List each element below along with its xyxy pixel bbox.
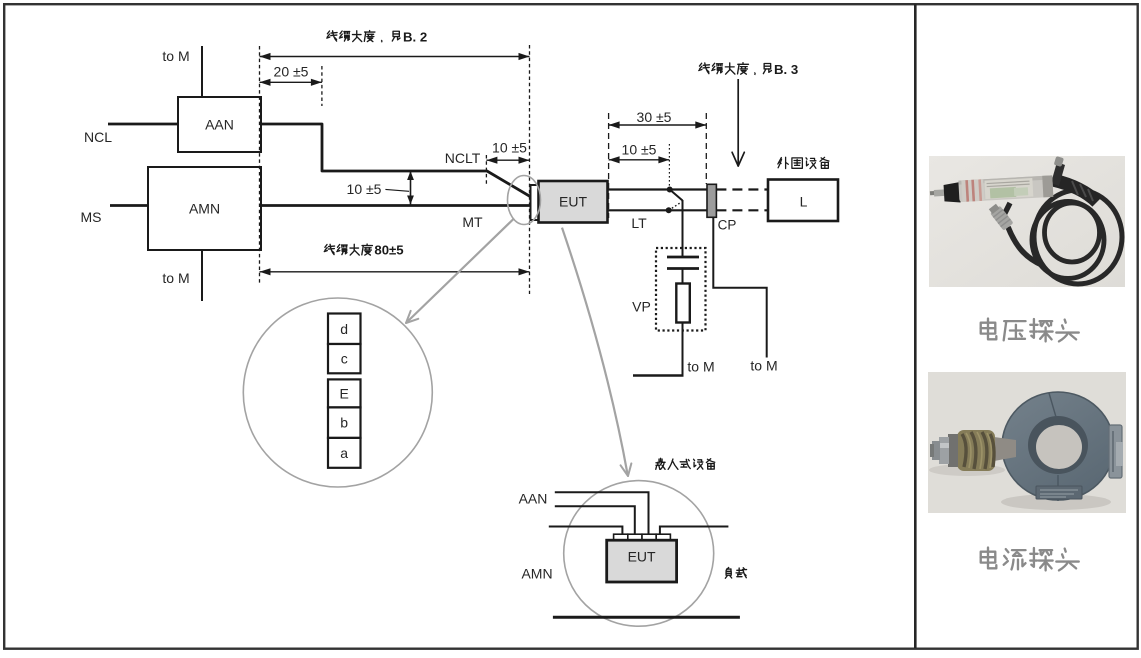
svg-text:80±5: 80±5 [374,243,403,258]
svg-text:MT: MT [462,214,483,230]
svg-text:to M: to M [750,358,777,374]
svg-text:AAN: AAN [205,117,234,133]
svg-text:30 ±5: 30 ±5 [637,109,672,125]
svg-text:MS: MS [81,209,102,225]
svg-text:to M: to M [687,359,714,375]
svg-text:L: L [800,194,808,210]
svg-text:AMN: AMN [521,566,552,582]
svg-text:VP: VP [632,299,651,315]
svg-text:E: E [340,385,349,401]
svg-text:LT: LT [631,215,647,231]
svg-text:AAN: AAN [519,491,548,507]
svg-text:10 ±5: 10 ±5 [347,181,382,197]
svg-text:AMN: AMN [189,201,220,217]
svg-text:EUT: EUT [628,549,656,565]
svg-text:b: b [340,415,348,431]
svg-text:B. 3: B. 3 [774,62,798,77]
svg-text:to M: to M [162,48,189,64]
svg-text:10 ±5: 10 ±5 [622,142,657,158]
svg-text:NCLT: NCLT [445,150,481,166]
svg-text:B. 2: B. 2 [403,29,427,44]
svg-text:CP: CP [718,218,737,233]
svg-text:20 ±5: 20 ±5 [274,64,309,80]
svg-text:EUT: EUT [559,194,587,210]
svg-text:NCL: NCL [84,129,112,145]
svg-text:c: c [341,351,348,367]
svg-text:a: a [340,445,348,461]
svg-text:10 ±5: 10 ±5 [492,140,527,156]
svg-text:d: d [340,321,348,337]
svg-text:to M: to M [162,270,189,286]
